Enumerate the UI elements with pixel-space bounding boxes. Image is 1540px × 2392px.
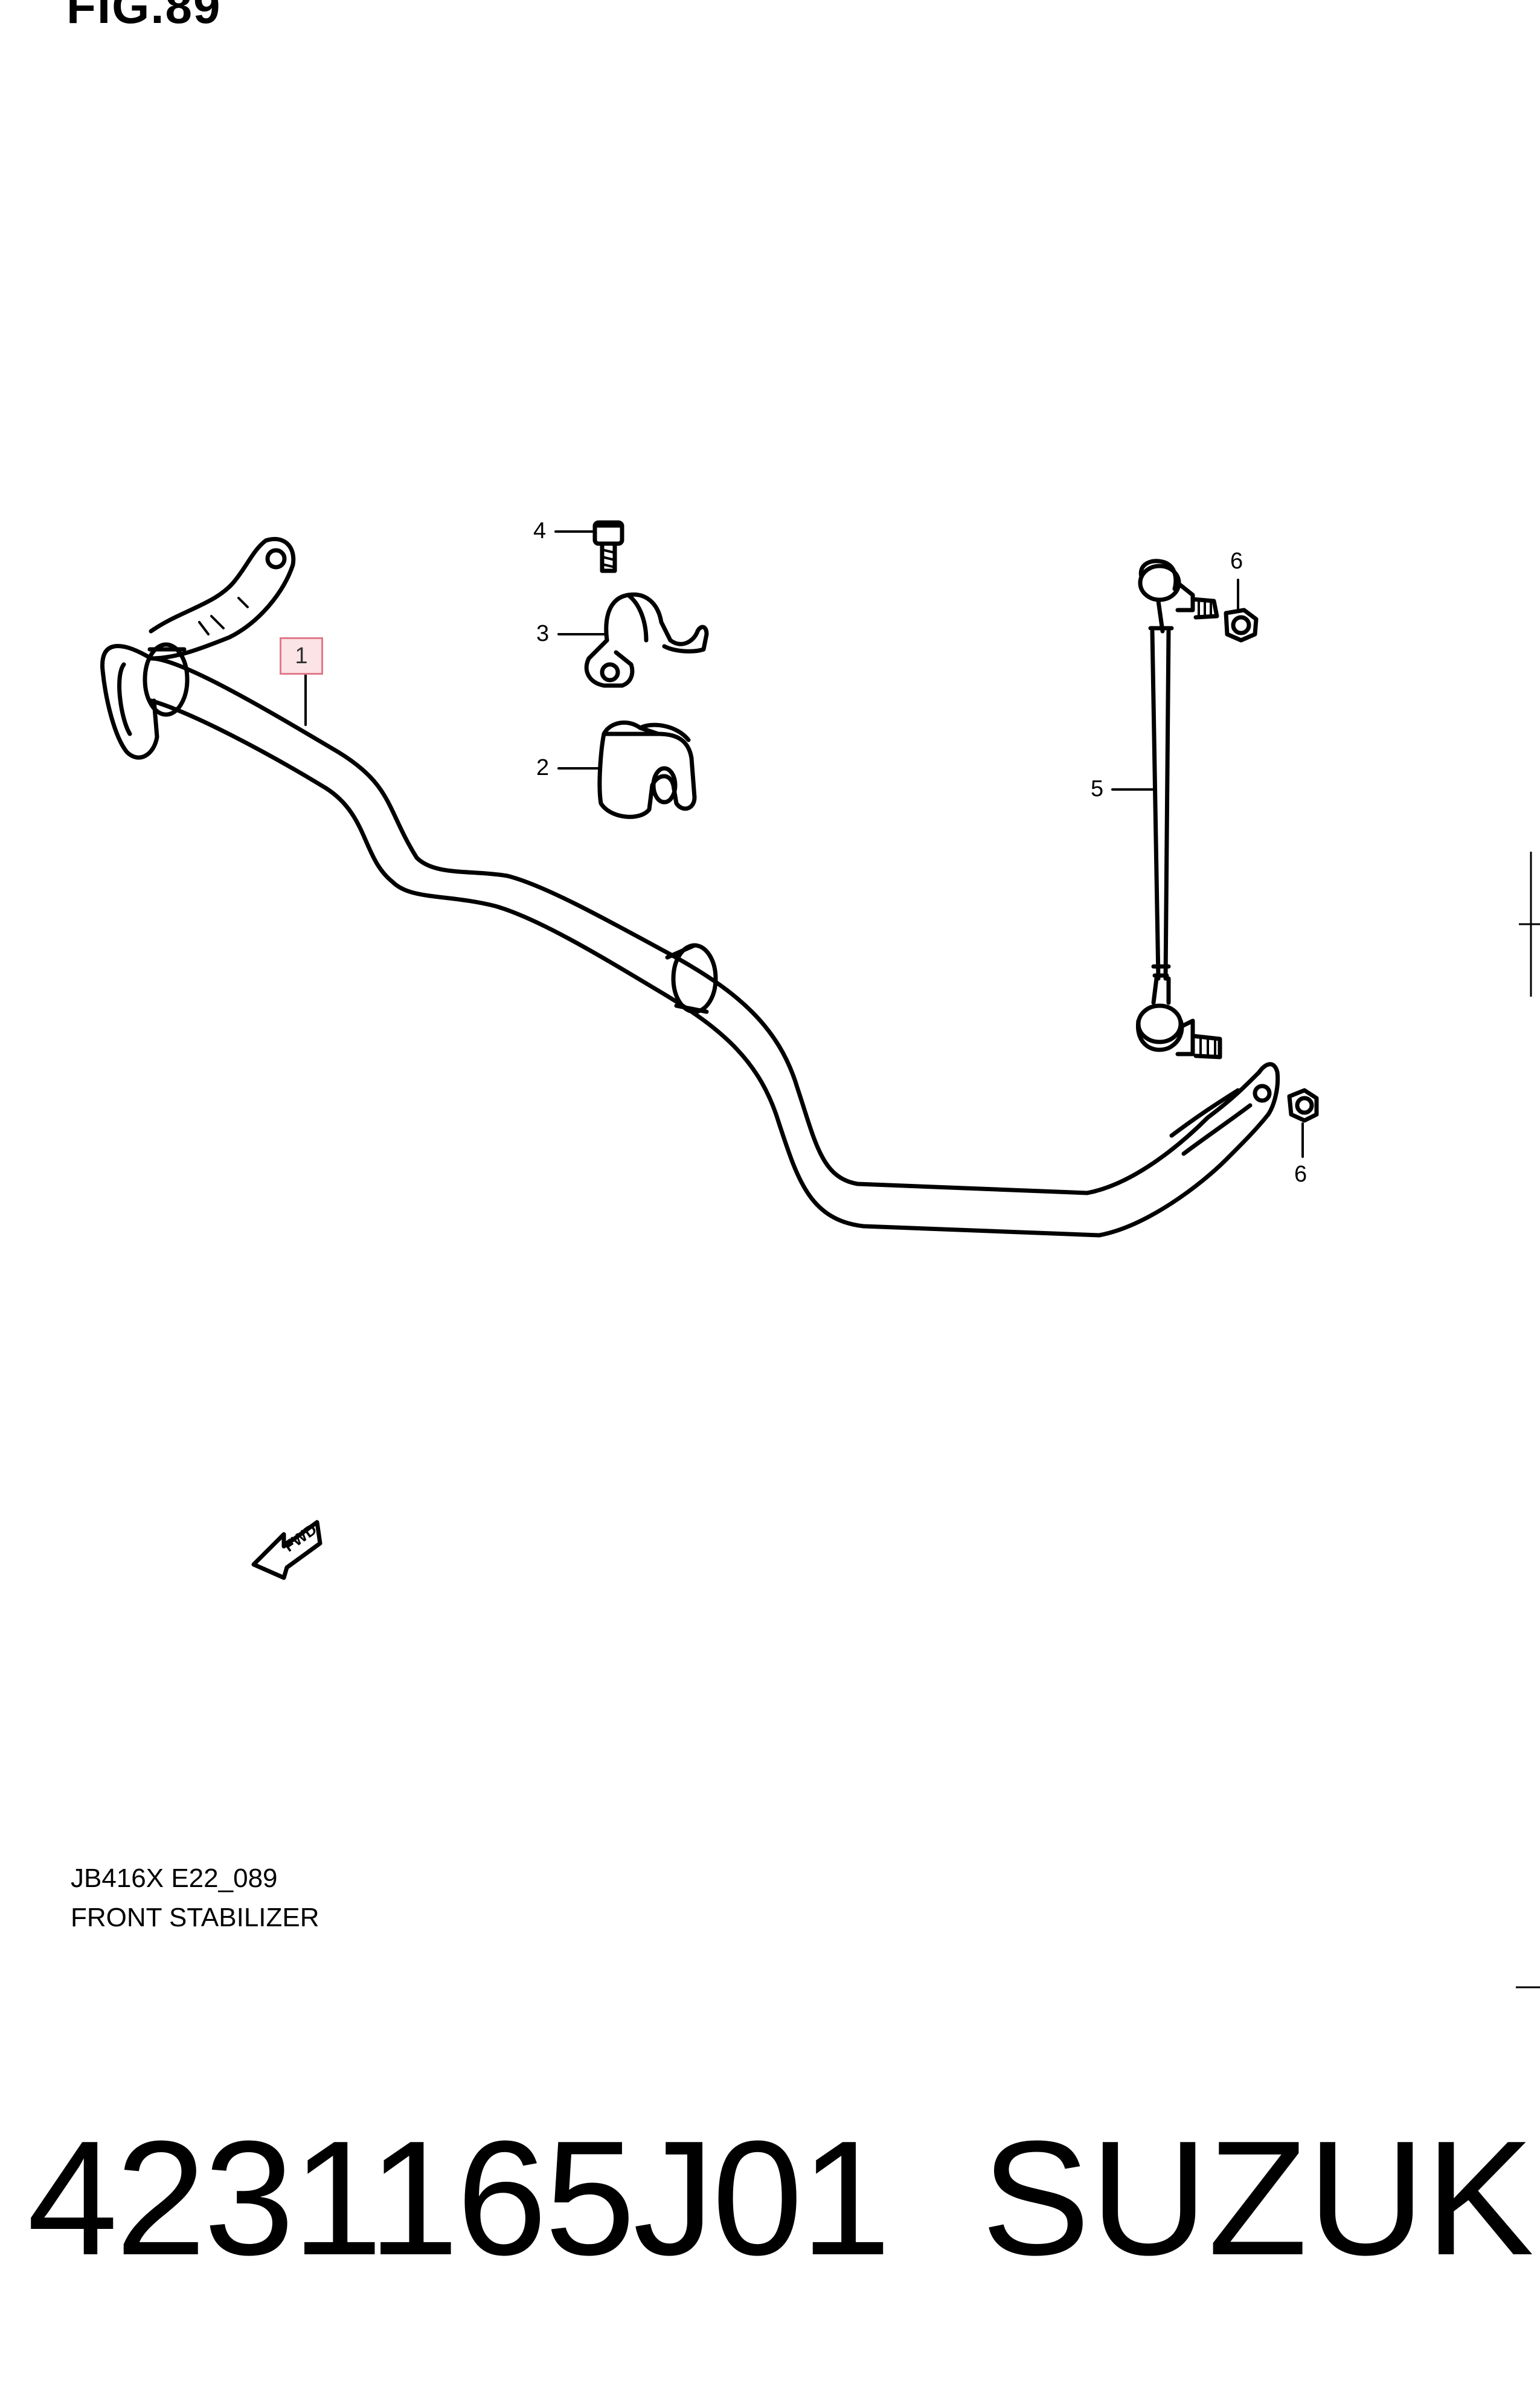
- edge-mark: [1519, 852, 1540, 997]
- fwd-arrow-icon: [251, 1520, 322, 1580]
- figure-code: JB416X E22_089: [71, 1863, 278, 1893]
- front-stabilizer-diagram: FWD: [100, 520, 1540, 1989]
- part-number: 4231165J01: [27, 2107, 891, 2289]
- bushing-part: [597, 720, 697, 819]
- stabilizer-link-part: [1135, 559, 1222, 1059]
- nut-part-top: [1224, 608, 1259, 643]
- nut-part-bottom: [1287, 1088, 1319, 1123]
- stabilizer-bar: [100, 536, 1280, 1238]
- part-2-callout: 2: [536, 755, 550, 780]
- figure-name: FRONT STABILIZER: [71, 1903, 319, 1932]
- part-6-top-callout: 6: [1230, 548, 1243, 574]
- part-1-callout-highlight[interactable]: 1: [280, 637, 323, 675]
- bolt-part: [592, 520, 624, 573]
- part-6-bottom-callout: 6: [1294, 1162, 1307, 1187]
- bracket-part: [584, 592, 709, 688]
- leader-lines: [304, 530, 1304, 1158]
- part-5-callout: 5: [1091, 776, 1104, 802]
- part-4-callout: 4: [533, 518, 547, 544]
- part-3-callout: 3: [536, 621, 550, 646]
- brand-name: SUZUKI: [981, 2107, 1540, 2289]
- figure-title: FIG.89: [66, 0, 222, 33]
- part-1-callout: 1: [295, 643, 308, 669]
